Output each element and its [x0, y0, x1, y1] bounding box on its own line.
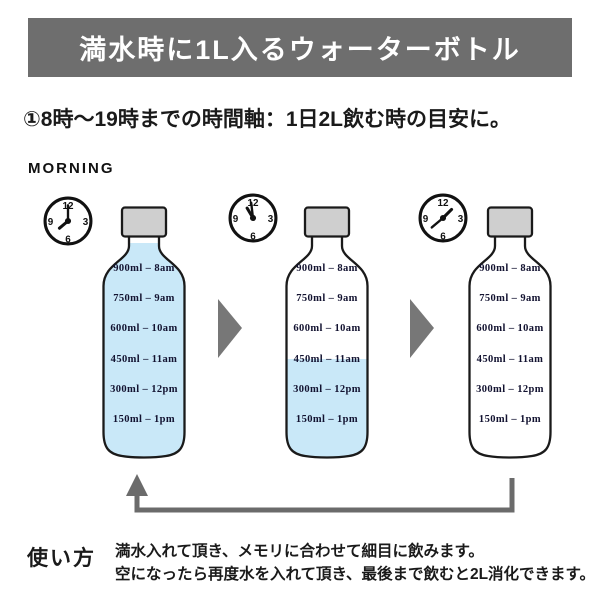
clock-center-dot [64, 217, 72, 225]
usage-label: 使い方 [27, 547, 96, 570]
return-arrow-icon [126, 474, 515, 513]
clock-icon-11am: 12 3 6 9 [228, 193, 278, 243]
arrow-right-icon [218, 299, 242, 358]
clock-number-6: 6 [65, 235, 71, 246]
scale-mark-900ml: 900ml – 8am [113, 263, 175, 274]
bottle-outline [102, 236, 186, 459]
bottle-outline [285, 236, 369, 459]
scale-mark-150ml: 150ml – 1pm [113, 414, 175, 425]
usage-line-1: 満水入れて頂き、メモリに合わせて細目に飲みます。 [115, 543, 484, 560]
clock-number-9: 9 [423, 214, 429, 225]
scale-mark-600ml: 600ml – 10am [110, 323, 177, 334]
clock-number-9: 9 [48, 217, 54, 228]
usage-text: 満水入れて頂き、メモリに合わせて細目に飲みます。 空になったら再度水を入れて頂き… [115, 540, 595, 586]
scale-mark-150ml: 150ml – 1pm [479, 414, 541, 425]
header-banner: 満水時に1L入るウォーターボトル [28, 18, 572, 77]
scale-mark-300ml: 300ml – 12pm [476, 384, 544, 395]
arrow-right-icon [410, 299, 434, 358]
clock-number-3: 3 [83, 217, 89, 228]
scale-mark-300ml: 300ml – 12pm [293, 384, 361, 395]
scale-mark-900ml: 900ml – 8am [479, 263, 541, 274]
bottle-outline [468, 236, 552, 459]
clock-number-9: 9 [233, 214, 239, 225]
bottle-body [469, 236, 551, 458]
water-fill-half [286, 359, 368, 458]
bottle-cap [120, 206, 168, 238]
subtitle-text: ①8時〜19時までの時間軸：1日2L飲む時の目安に。 [23, 108, 512, 131]
clock-icon-8am: 12 3 6 9 [43, 196, 93, 246]
scale-mark-450ml: 450ml – 11am [111, 354, 178, 365]
scale-mark-300ml: 300ml – 12pm [110, 384, 178, 395]
clock-number-12: 12 [438, 198, 449, 209]
bottle-half: 900ml – 8am 750ml – 9am 600ml – 10am 450… [285, 206, 369, 459]
scale-mark-750ml: 750ml – 9am [479, 293, 541, 304]
scale-mark-150ml: 150ml – 1pm [296, 414, 358, 425]
scale-mark-750ml: 750ml – 9am [296, 293, 358, 304]
section-label-morning: MORNING [28, 160, 115, 177]
clock-number-3: 3 [268, 214, 274, 225]
bottle-cap [303, 206, 351, 238]
bottle-full: 900ml – 8am 750ml – 9am 600ml – 10am 450… [102, 206, 186, 459]
clock-number-6: 6 [250, 232, 256, 243]
scale-mark-600ml: 600ml – 10am [476, 323, 543, 334]
scale-mark-600ml: 600ml – 10am [293, 323, 360, 334]
clock-number-3: 3 [458, 214, 464, 225]
clock-center-dot [439, 214, 447, 222]
clock-number-6: 6 [440, 232, 446, 243]
bottle-cap [486, 206, 534, 238]
clock-number-12: 12 [248, 198, 259, 209]
scale-mark-750ml: 750ml – 9am [113, 293, 175, 304]
clock-icon-1pm: 12 3 6 9 [418, 193, 468, 243]
water-fill-full [103, 243, 185, 458]
header-title: 満水時に1L入るウォーターボトル [79, 35, 521, 65]
clock-center-dot [249, 214, 257, 222]
bottle-empty: 900ml – 8am 750ml – 9am 600ml – 10am 450… [468, 206, 552, 459]
usage-line-2: 空になったら再度水を入れて頂き、最後まで飲むと2L消化できます。 [115, 566, 595, 583]
scale-mark-450ml: 450ml – 11am [477, 354, 544, 365]
scale-mark-450ml: 450ml – 11am [294, 354, 361, 365]
scale-mark-900ml: 900ml – 8am [296, 263, 358, 274]
